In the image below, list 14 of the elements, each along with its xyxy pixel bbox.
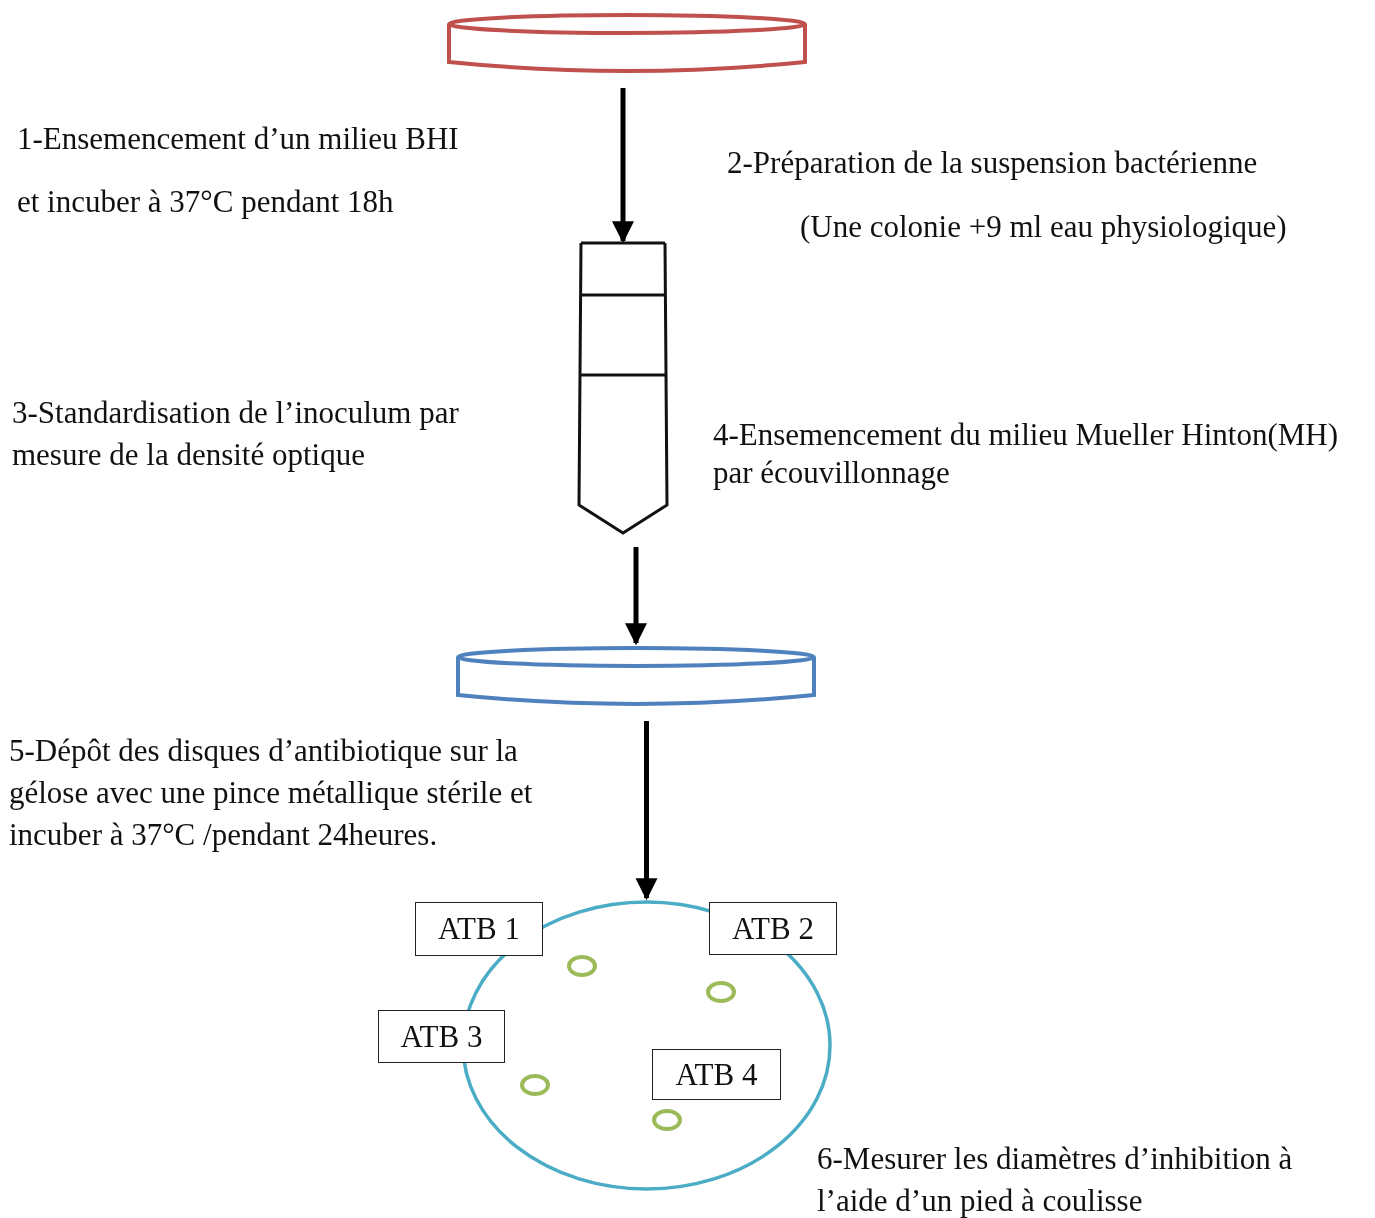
- arrow: [612, 88, 634, 244]
- step-text: 6-Mesurer les diamètres d’inhibition à l’aide d’un pied à coulisse: [817, 1140, 1294, 1218]
- antibiotic-label: ATB 1: [415, 902, 543, 956]
- arrow: [635, 721, 658, 901]
- step-text: 4-Ensemencement du milieu Mueller Hinton(MH) par écouvillonnage: [713, 416, 1339, 492]
- step-text: 2-Préparation de la suspension bactérienne: [727, 145, 1259, 181]
- step-text: (Une colonie +9 ml eau physiologique): [800, 209, 1288, 245]
- step-text: 3-Standardisation de l’inoculum par mesure de la densité optique: [12, 394, 460, 474]
- step-text: 1-Ensemencement d’un milieu BHI et incuber à 37°C pendant 18h: [17, 120, 460, 221]
- antibiotic-label: ATB 2: [709, 902, 837, 955]
- arrow: [625, 547, 647, 646]
- antibiotic-label: ATB 3: [378, 1010, 505, 1063]
- antibiotic-label: ATB 4: [652, 1049, 781, 1100]
- step-text: 5-Dépôt des disques d’antibiotique sur la gélose avec une pince métallique stérile et incuber à 37°C /pendant 24heures.: [9, 732, 534, 854]
